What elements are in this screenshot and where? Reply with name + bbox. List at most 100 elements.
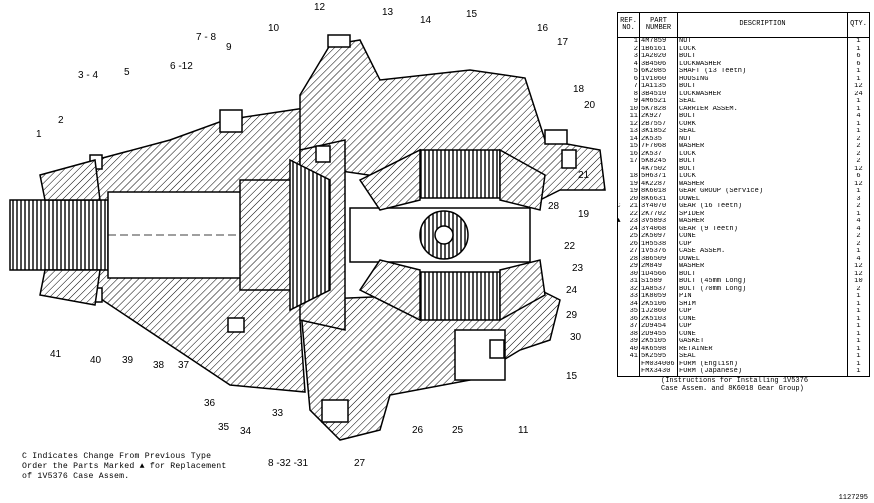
cell-qty: 4	[847, 113, 870, 121]
callout-number: 23	[572, 263, 584, 274]
cell-qty: 1	[847, 45, 870, 53]
callout-number: 28	[548, 201, 560, 212]
installation-instructions: (Instructions for Installing 1V5376 Case…	[617, 377, 869, 393]
cell-pn: 2K5103	[639, 315, 678, 323]
cell-desc: HOUSING	[677, 75, 848, 83]
cell-pn: S1589	[639, 278, 678, 286]
cell-qty: 4	[847, 225, 870, 233]
cell-ref: 9	[617, 98, 640, 106]
cell-ref: 27	[617, 248, 640, 256]
cell-desc: RETAINER	[677, 345, 848, 353]
callout-number: 14	[420, 15, 432, 26]
cell-desc: SPIDER	[677, 210, 848, 218]
cell-ref: 5	[617, 68, 640, 76]
cell-ref: 11	[617, 113, 640, 121]
cell-ref: 14	[617, 135, 640, 143]
cell-desc: WASHER	[677, 218, 848, 226]
cell-ref: 39	[617, 338, 640, 346]
callout-number: 3 - 4	[78, 70, 98, 81]
callout-number: 36	[204, 398, 216, 409]
callout-number: 26	[412, 425, 424, 436]
cell-desc: GEAR (9 Teeth)	[677, 225, 848, 233]
cell-pn: 2K927	[639, 113, 678, 121]
cell-ref: 19▲	[617, 188, 640, 196]
cell-desc: CONE	[677, 233, 848, 241]
cell-desc: LOCK	[677, 150, 848, 158]
cell-pn: 1K8059	[639, 293, 678, 301]
cell-desc: CONE	[677, 315, 848, 323]
cell-ref: 33	[617, 293, 640, 301]
cell-desc: DOWEL	[677, 255, 848, 263]
cell-pn: FMX3430	[639, 368, 678, 377]
cell-qty: 1	[847, 368, 870, 377]
cell-ref: 36	[617, 315, 640, 323]
cell-ref: 21▲ C	[617, 203, 640, 211]
header-part-number: PART NUMBER	[639, 12, 678, 38]
cell-pn: 3V5893	[639, 218, 678, 226]
cell-qty: 1	[847, 188, 870, 196]
cell-ref: 41	[617, 353, 640, 361]
cell-desc: BOLT	[677, 53, 848, 61]
cell-qty: 1	[847, 293, 870, 301]
cell-desc: LOCKWASHER	[677, 60, 848, 68]
cell-pn: 1A2020	[639, 53, 678, 61]
cell-pn: 2K5097	[639, 233, 678, 241]
callout-number: 5	[124, 67, 130, 78]
cell-qty: 1	[847, 345, 870, 353]
cell-qty: 6	[847, 60, 870, 68]
cell-desc: FORM (English)	[677, 360, 848, 368]
note-line: Order the Parts Marked ▲ for Replacement	[22, 462, 227, 471]
cell-ref: 2	[617, 45, 640, 53]
cell-qty: 1	[847, 360, 870, 368]
cell-qty: 1	[847, 353, 870, 361]
cell-qty: 1	[847, 308, 870, 316]
cell-qty: 1	[847, 315, 870, 323]
cell-pn: 2M849	[639, 263, 678, 271]
cell-ref: 30	[617, 270, 640, 278]
cell-qty: 4	[847, 255, 870, 263]
cell-qty: 2	[847, 158, 870, 166]
cell-ref: 1	[617, 37, 640, 46]
cell-qty: 2	[847, 203, 870, 211]
cell-desc: BOLT	[677, 113, 848, 121]
cell-ref: 19	[617, 180, 640, 188]
callout-number: 20	[584, 100, 596, 111]
cell-desc: SEAL	[677, 353, 848, 361]
callout-number: 18	[573, 84, 585, 95]
cell-ref: 29	[617, 263, 640, 271]
cell-pn: 6K2085	[639, 68, 678, 76]
cell-qty: 24	[847, 90, 870, 98]
cell-desc: PIN	[677, 293, 848, 301]
callout-number: 27	[354, 458, 366, 469]
cell-pn: 2K535	[639, 135, 678, 143]
cell-ref: 8	[617, 90, 640, 98]
cell-qty: 1	[847, 300, 870, 308]
cell-qty: 12	[847, 165, 870, 173]
cell-ref: 31	[617, 278, 640, 286]
table-row: 21▲ C3Y4070GEAR (16 Teeth)2	[617, 203, 870, 211]
table-row: 24C3Y4068GEAR (9 Teeth)4	[617, 225, 870, 233]
cell-desc: LOCK	[677, 173, 848, 181]
cell-qty: 12	[847, 180, 870, 188]
cell-pn: 7F7068	[639, 143, 678, 151]
cell-qty: 1	[847, 37, 870, 46]
cell-pn: 3B4506	[639, 60, 678, 68]
callout-number: 7 - 8	[196, 32, 216, 43]
callout-number: 9	[226, 42, 232, 53]
figure-number: 1127295	[838, 494, 868, 502]
cell-desc: NUT	[677, 37, 848, 46]
cell-pn: 1B6161	[639, 45, 678, 53]
cell-ref: 10	[617, 105, 640, 113]
